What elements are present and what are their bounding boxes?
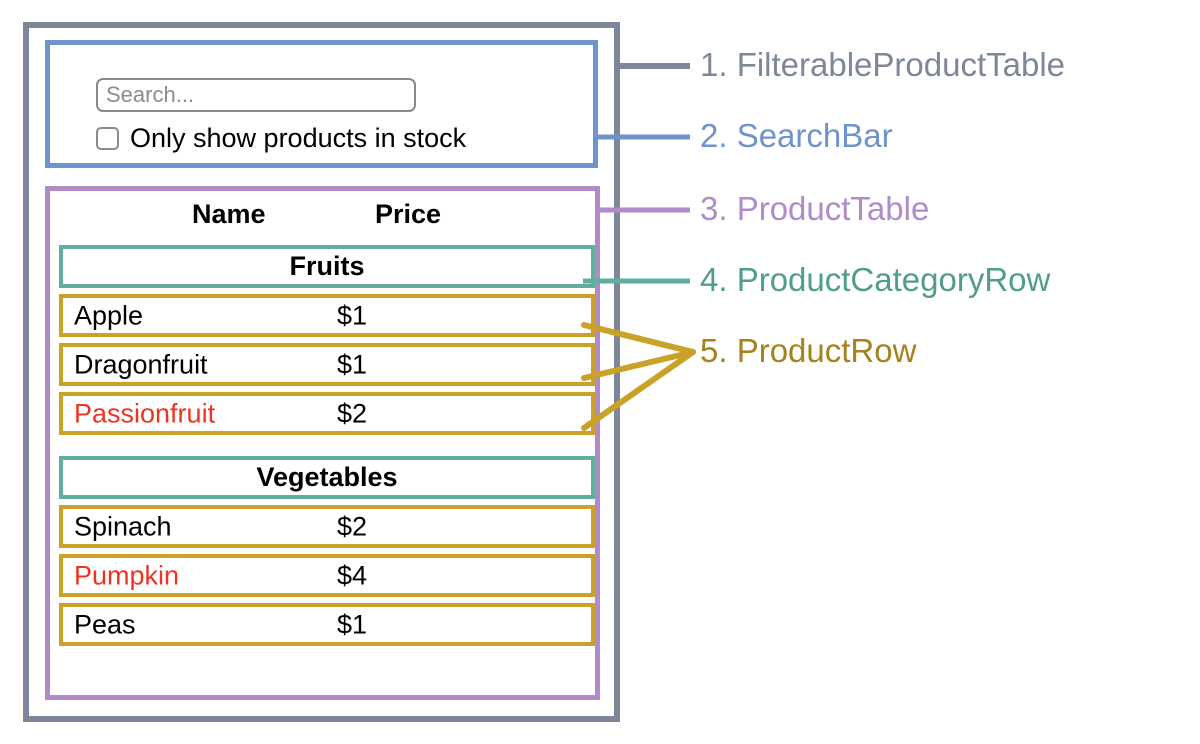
product-name: Dragonfruit <box>74 349 208 379</box>
product-name: Peas <box>74 609 136 639</box>
product-category-label: Vegetables <box>256 462 398 492</box>
product-name: Passionfruit <box>74 398 216 428</box>
product-category-row: Vegetables <box>59 456 595 499</box>
product-row[interactable]: Spinach $2 <box>59 505 595 548</box>
product-rows-area: Fruits Apple $1 Dragonfruit $1 Passionfr… <box>59 245 595 652</box>
product-row[interactable]: Pumpkin $4 <box>59 554 595 597</box>
product-price: $1 <box>337 609 368 639</box>
product-price: $4 <box>337 560 368 590</box>
column-header-name: Name <box>192 199 266 229</box>
column-header-price: Price <box>375 199 442 229</box>
product-table: Name Price Fruits Apple $1 Dragonfruit $… <box>45 186 600 700</box>
search-input[interactable] <box>96 78 416 112</box>
product-category-row: Fruits <box>59 245 595 288</box>
product-price: $1 <box>337 349 368 379</box>
search-bar: Only show products in stock <box>45 40 598 168</box>
product-name: Apple <box>74 300 144 330</box>
product-row[interactable]: Dragonfruit $1 <box>59 343 595 386</box>
product-table-header: Name Price <box>50 199 595 237</box>
product-category-label: Fruits <box>289 251 365 281</box>
product-price: $1 <box>337 300 368 330</box>
annotation-label-search-bar: 2. SearchBar <box>700 117 893 154</box>
product-price: $2 <box>337 511 368 541</box>
product-row[interactable]: Passionfruit $2 <box>59 392 595 435</box>
in-stock-checkbox-label: Only show products in stock <box>130 123 467 153</box>
product-name: Spinach <box>74 511 172 541</box>
in-stock-checkbox[interactable] <box>96 127 119 150</box>
stock-filter-row[interactable]: Only show products in stock <box>96 125 466 152</box>
product-price: $2 <box>337 398 368 428</box>
product-name: Pumpkin <box>74 560 180 590</box>
annotation-label-product-table: 3. ProductTable <box>700 190 930 227</box>
product-row[interactable]: Peas $1 <box>59 603 595 646</box>
annotation-label-filterable-product-table: 1. FilterableProductTable <box>700 46 1066 83</box>
product-row[interactable]: Apple $1 <box>59 294 595 337</box>
annotation-label-product-row: 5. ProductRow <box>700 332 917 369</box>
annotation-label-product-category-row: 4. ProductCategoryRow <box>700 261 1051 298</box>
